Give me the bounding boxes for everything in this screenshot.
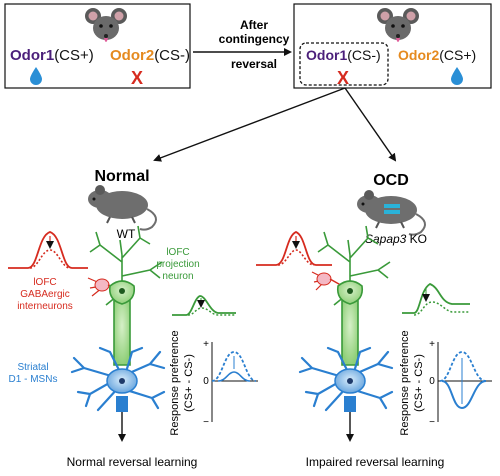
water-drop-icon [451, 67, 463, 85]
msn-label-1: Striatal [17, 362, 48, 373]
ocd-outcome: Impaired reversal learning [306, 455, 445, 469]
projection-neuron-ocd [317, 225, 391, 366]
svg-text:Odor2(CS+): Odor2(CS+) [398, 47, 476, 63]
preference-plot-normal: Response preference (CS+ - CS-) + 0 − [169, 330, 258, 436]
projection-trace-ocd [402, 282, 470, 316]
arrow-label-2: contingency [219, 32, 290, 46]
projection-trace-normal [172, 295, 236, 316]
interneuron-trace-ocd [256, 231, 332, 266]
axis-label-ocd-2: (CS+ - CS-) [413, 354, 425, 412]
odor1-label-after: Odor1 [306, 47, 347, 63]
normal-title: Normal [94, 168, 149, 185]
odor1-label: Odor1 [10, 47, 54, 64]
arrow-to-ocd [344, 87, 397, 162]
projection-label-2: projection [156, 259, 199, 270]
cross-icon: X [337, 68, 349, 88]
arrow-to-normal [153, 87, 346, 162]
ko-gene: Sapap3 [365, 232, 407, 246]
wt-mouse-icon [88, 185, 157, 231]
projection-label-3: neuron [162, 271, 193, 282]
ko-mouse-icon [357, 190, 426, 236]
arrow-label-3: reversal [231, 57, 277, 71]
tick-minus: − [203, 417, 209, 428]
svg-text:Odor2(CS-): Odor2(CS-) [110, 47, 190, 64]
interneuron-label-1: lOFC [33, 277, 56, 288]
tick-minus-ocd: − [429, 417, 435, 428]
tick-zero: 0 [203, 376, 209, 387]
interneuron-cell-ocd [311, 271, 347, 291]
tick-plus-ocd: + [429, 339, 435, 350]
normal-outcome: Normal reversal learning [67, 455, 198, 469]
msn-cell-normal [70, 346, 166, 412]
ocd-title: OCD [373, 172, 409, 189]
arrow-label-1: After [240, 18, 268, 32]
msn-cell-ocd [298, 346, 394, 412]
cross-icon: X [131, 68, 143, 88]
odor1-tag: (CS+) [54, 47, 94, 64]
axis-label-normal-1: Response preference [169, 330, 181, 435]
ko-suffix: KO [406, 232, 427, 246]
odor2-tag: (CS-) [154, 47, 190, 64]
tick-zero-ocd: 0 [429, 376, 435, 387]
axis-label-ocd-1: Response preference [399, 330, 411, 435]
tick-plus: + [203, 339, 209, 350]
odor2-label-after: Odor2 [398, 47, 439, 63]
interneuron-label-2: GABAergic [20, 289, 69, 300]
interneuron-trace-normal [8, 231, 88, 269]
wt-label: WT [117, 227, 136, 241]
ko-label: Sapap3 KO [365, 232, 427, 246]
svg-text:Odor1(CS+): Odor1(CS+) [10, 47, 94, 64]
odor2-tag-after: (CS+) [439, 47, 476, 63]
svg-text:Odor1(CS-): Odor1(CS-) [306, 47, 381, 63]
mouse-face-icon [377, 8, 419, 42]
odor2-label: Odor2 [110, 47, 154, 64]
interneuron-label-3: interneurons [17, 301, 73, 312]
msn-label-2: D1 - MSNs [9, 374, 58, 385]
water-drop-icon [30, 67, 42, 85]
contingency-reversal-arrow: After contingency reversal [193, 18, 292, 71]
axis-label-normal-2: (CS+ - CS-) [183, 354, 195, 412]
projection-label-1: lOFC [166, 247, 189, 258]
preference-plot-ocd: Response preference (CS+ - CS-) + 0 − [399, 330, 492, 436]
projection-neuron-normal [89, 225, 163, 366]
mouse-face-icon [85, 8, 127, 42]
odor1-tag-after: (CS-) [347, 47, 380, 63]
before-reversal-panel: Odor1(CS+) Odor2(CS-) X [4, 3, 191, 89]
after-reversal-panel: Odor1(CS-) Odor2(CS+) X [293, 3, 492, 89]
